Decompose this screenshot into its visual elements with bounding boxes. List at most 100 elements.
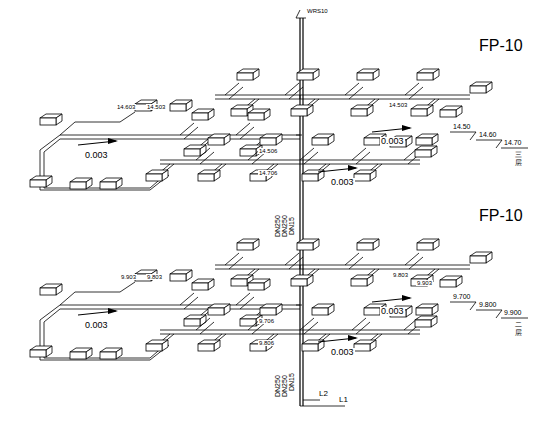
fan-coil-unit (373, 69, 379, 80)
fan-coil-unit (291, 279, 307, 286)
pipe-label: 14.60 (478, 131, 498, 138)
fan-coil-unit (328, 304, 334, 315)
pipe-line (196, 318, 210, 330)
pipe-line (196, 148, 210, 160)
fan-coil-unit (440, 110, 456, 117)
fan-coil-unit (192, 113, 208, 120)
fan-coil-unit (364, 138, 380, 145)
pipe-label: 0.003 (330, 178, 355, 187)
pipe-line (470, 132, 476, 140)
fan-coil-unit (302, 344, 318, 351)
pipe-line (304, 152, 318, 164)
fan-coil-unit (417, 73, 433, 80)
pipe-line (303, 400, 320, 401)
pipe-line (200, 322, 214, 334)
fan-coil-unit (30, 180, 46, 187)
fan-coil-unit (433, 239, 439, 250)
fan-coil-unit (40, 288, 56, 295)
pipe-line (215, 95, 470, 96)
pipe-line (296, 305, 302, 306)
fan-coil-unit (146, 174, 162, 181)
fan-coil-unit (276, 304, 282, 315)
pipe-label: 14.503 (146, 104, 166, 110)
fan-coil-unit (198, 174, 214, 181)
fan-coil-unit (357, 243, 373, 250)
pipe-line (300, 148, 314, 160)
fan-coil-unit (170, 104, 186, 111)
slope-arrow (108, 138, 118, 144)
pipe-line (349, 257, 363, 269)
fan-coil-unit (313, 239, 319, 250)
pipe-line (352, 318, 366, 330)
pipe-label: 0.003 (380, 137, 405, 146)
pipe-label: 9.700 (452, 293, 472, 300)
fan-coil-unit (208, 109, 214, 120)
fan-coil-unit (248, 113, 264, 120)
slope-arrow (348, 165, 358, 171)
fan-coil-unit (224, 134, 230, 145)
pipe-label: DN15 (288, 216, 295, 236)
fan-coil-unit (198, 344, 214, 351)
pipe-line (225, 253, 239, 265)
pipe-line (304, 322, 318, 334)
fan-coil-unit (56, 114, 62, 125)
fan-coil-unit (291, 109, 307, 116)
pipe-line (75, 122, 120, 123)
pipe-label: DN250 (274, 374, 281, 398)
pipe-label: DN250 (281, 214, 288, 238)
pipe-line (470, 302, 476, 310)
fan-coil-unit (370, 340, 376, 351)
fan-coil-unit (373, 239, 379, 250)
pipe-line (345, 83, 359, 95)
pipe-line (215, 265, 470, 266)
fan-coil-unit (427, 105, 433, 116)
pipe-line (180, 293, 194, 305)
fan-coil-unit (432, 134, 438, 145)
fan-coil-unit (415, 320, 431, 327)
pipe-line (44, 139, 60, 152)
fan-coil-unit (162, 170, 168, 181)
fan-coil-unit (184, 319, 200, 326)
fan-coil-unit (354, 344, 370, 351)
pipe-line (60, 292, 75, 305)
pipe-line (236, 293, 250, 305)
pipe-line (345, 253, 359, 265)
pipe-line (352, 148, 366, 160)
slope-arrow (348, 335, 358, 341)
pipe-label: 0.003 (84, 321, 109, 330)
fan-coil-unit (170, 274, 186, 281)
pipe-label: 0.003 (330, 348, 355, 357)
fan-coil-unit (297, 73, 313, 80)
pipe-line (200, 152, 214, 164)
fan-coil-unit (470, 256, 486, 263)
fan-coil-unit (237, 243, 253, 250)
fan-coil-unit (184, 149, 200, 156)
fan-coil-unit (440, 280, 456, 287)
fan-coil-unit (367, 105, 373, 116)
fan-coil-unit (313, 69, 319, 80)
pipe-line (215, 99, 470, 100)
pipe-label: L1 (338, 396, 349, 404)
drawing-title: FP-10 (478, 208, 524, 224)
fan-coil-unit (30, 350, 46, 357)
pipe-line (501, 148, 528, 149)
pipe-line (409, 257, 423, 269)
pipe-line (476, 140, 502, 141)
fan-coil-unit (100, 352, 116, 359)
fan-coil-unit (312, 308, 328, 315)
fan-coil-unit (214, 170, 220, 181)
fan-coil-unit (46, 346, 52, 357)
pipe-line (236, 123, 250, 135)
fan-coil-unit (86, 178, 92, 189)
fan-coil-unit (70, 182, 86, 189)
pipe-line (300, 265, 301, 269)
fan-coil-unit (208, 138, 224, 145)
fan-coil-unit (307, 275, 313, 286)
fan-coil-unit (351, 279, 367, 286)
pipe-line (40, 190, 150, 191)
fan-coil-unit (486, 82, 492, 93)
fan-coil-unit (56, 284, 62, 295)
pipe-line (289, 87, 303, 99)
pipe-line (184, 297, 198, 309)
pipe-line (120, 282, 135, 292)
